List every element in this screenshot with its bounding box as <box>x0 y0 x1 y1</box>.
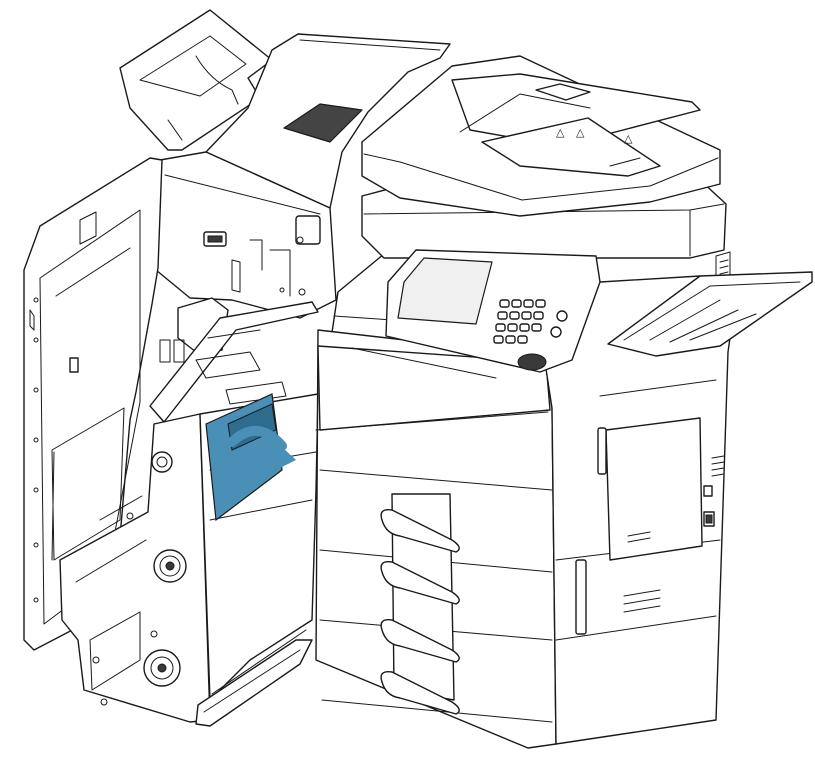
paper-tray-handles <box>380 493 460 715</box>
gear-knob-lower <box>143 649 181 687</box>
tray-handle-4 <box>380 671 460 715</box>
right-output-tray <box>607 271 813 357</box>
control-panel <box>385 249 601 373</box>
document-feeder: △ △ △ <box>361 55 721 217</box>
tray-marker-2: △ <box>576 126 585 139</box>
finisher-body <box>155 151 337 363</box>
tray-marker-3: △ <box>624 132 633 145</box>
printer-main-body <box>315 251 737 749</box>
tray-handle-1 <box>380 509 460 553</box>
finisher-top <box>205 33 451 209</box>
finisher-drawer-unit <box>59 413 211 723</box>
finisher-front-door <box>23 157 163 651</box>
power-switch-icon <box>703 511 715 527</box>
tray-handle-3 <box>380 619 460 663</box>
tray-handle-2 <box>380 561 460 605</box>
start-button <box>517 353 547 371</box>
paper-path-arrow-icon <box>227 425 296 470</box>
keypad <box>493 299 568 371</box>
gear-knob-middle <box>153 549 187 583</box>
gear-knob-upper <box>151 451 173 473</box>
tray-marker-1: △ <box>556 126 565 139</box>
